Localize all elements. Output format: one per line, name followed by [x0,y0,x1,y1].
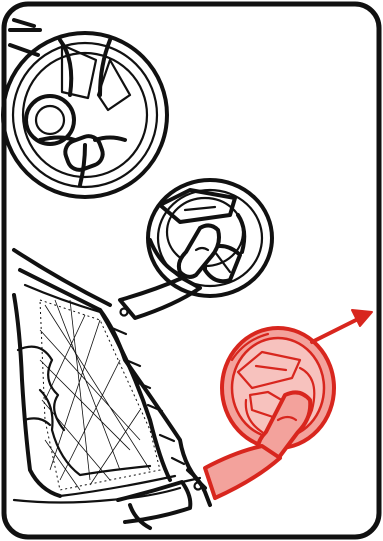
stroller-wheel-diagram [0,0,383,541]
instruction-illustration [0,0,383,541]
